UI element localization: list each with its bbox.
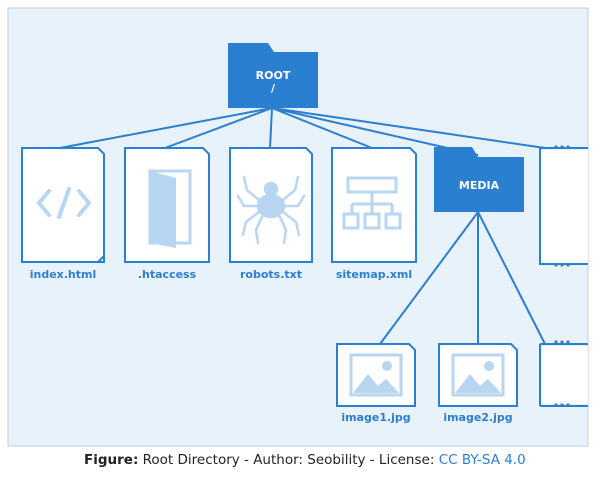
robots-txt-file-icon[interactable] — [229, 147, 313, 263]
sitemap-xml-file-icon[interactable] — [331, 147, 417, 263]
image1-jpg-file-icon[interactable] — [336, 343, 416, 407]
file-label-index-html: index.html — [29, 268, 97, 281]
index-html-file-icon[interactable] — [21, 147, 105, 263]
connector-lines — [59, 107, 546, 345]
file-label-sitemap-xml: sitemap.xml — [335, 268, 413, 281]
file-label-htaccess: .htaccess — [137, 268, 197, 281]
root-folder-label: ROOT / — [256, 69, 291, 95]
door-icon — [148, 169, 192, 248]
file-label-image2-jpg: image2.jpg — [443, 411, 513, 424]
image2-jpg-file-icon[interactable] — [438, 343, 518, 407]
more-items-right-top — [539, 147, 588, 265]
sitemap-icon — [342, 176, 402, 230]
caption-prefix: Figure: — [84, 452, 139, 468]
more-items-right-bottom — [539, 343, 588, 407]
media-folder-icon[interactable] — [434, 147, 524, 212]
image-icon — [349, 353, 403, 397]
media-folder-label: MEDIA — [458, 179, 500, 192]
license-link[interactable]: CC BY-SA 4.0 — [438, 452, 526, 468]
image-icon — [451, 353, 505, 397]
root-folder-path: / — [270, 82, 276, 95]
figure-caption: Figure: Root Directory - Author: Seobili… — [84, 452, 526, 468]
ellipsis-icon — [554, 145, 570, 407]
file-label-image1-jpg: image1.jpg — [341, 411, 411, 424]
root-folder-icon[interactable] — [228, 43, 318, 108]
root-folder-name: ROOT — [255, 69, 291, 82]
code-icon — [37, 187, 91, 219]
htaccess-file-icon[interactable] — [124, 147, 210, 263]
spider-icon — [236, 175, 306, 245]
file-label-robots-txt: robots.txt — [239, 268, 303, 281]
caption-text: Root Directory - Author: Seobility - Lic… — [142, 452, 435, 468]
